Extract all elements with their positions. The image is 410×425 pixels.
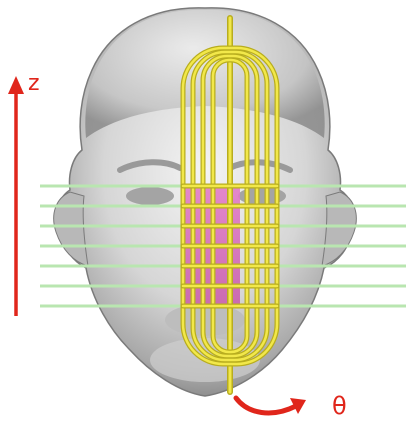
z-axis-label: z [28, 71, 40, 96]
left-ear [54, 192, 88, 266]
curved-arrow-icon [236, 398, 306, 414]
up-arrow-icon [8, 76, 24, 316]
left-eye [126, 187, 174, 205]
theta-axis-label: θ [332, 392, 347, 420]
right-ear [322, 192, 356, 266]
